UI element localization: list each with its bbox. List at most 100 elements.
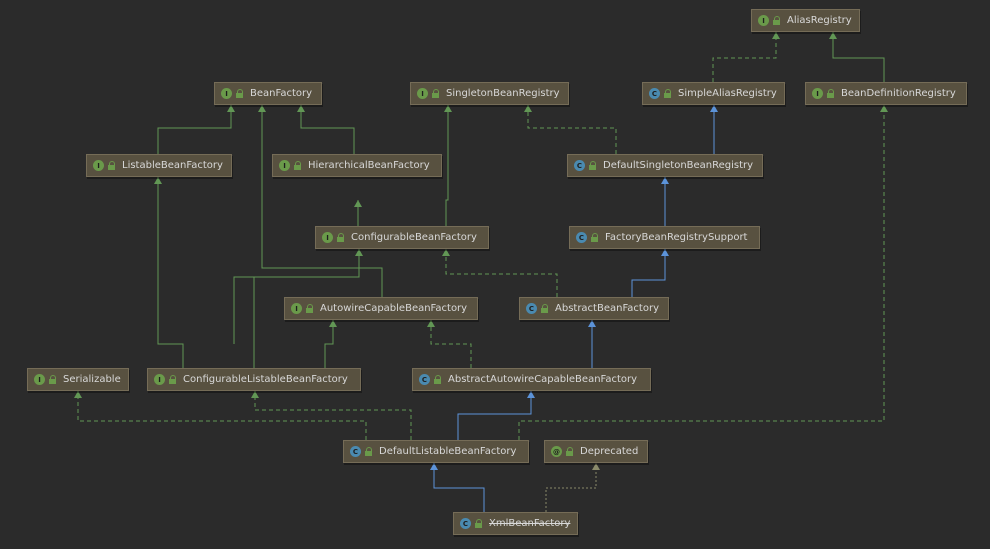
edge-xml-to-deprecated bbox=[545, 463, 597, 512]
class-node-bean-definition-registry[interactable]: I BeanDefinitionRegistry bbox=[805, 82, 967, 105]
edge-absbf-to-configbf-arrowhead bbox=[442, 249, 450, 256]
public-access-icon bbox=[236, 89, 244, 98]
public-access-icon bbox=[591, 233, 599, 242]
public-access-icon bbox=[337, 233, 345, 242]
interface-kind-icon: I bbox=[93, 160, 104, 171]
class-node-abstract-autowire-capable-bean-factory[interactable]: C AbstractAutowireCapableBeanFactory bbox=[412, 368, 651, 391]
public-access-icon bbox=[541, 304, 549, 313]
public-access-icon bbox=[773, 16, 781, 25]
interface-kind-icon: I bbox=[279, 160, 290, 171]
edge-configlist-to-configbf bbox=[233, 249, 360, 368]
edge-deflist-to-serializable bbox=[77, 391, 367, 440]
edge-deflist-to-absautowire-arrowhead bbox=[527, 391, 535, 398]
edge-hier-to-beanfactory bbox=[300, 105, 355, 154]
public-access-icon bbox=[169, 375, 177, 384]
class-node-simple-alias-registry[interactable]: C SimpleAliasRegistry bbox=[642, 82, 785, 105]
public-access-icon bbox=[827, 89, 835, 98]
class-node-deprecated[interactable]: @ Deprecated bbox=[544, 440, 648, 463]
interface-kind-icon: I bbox=[221, 88, 232, 99]
class-node-label: ConfigurableListableBeanFactory bbox=[183, 373, 348, 385]
edge-deflist-to-configlist-arrowhead bbox=[251, 391, 259, 398]
interface-kind-icon: I bbox=[812, 88, 823, 99]
edge-absbf-to-factoryreg-arrowhead bbox=[661, 249, 669, 256]
public-access-icon bbox=[49, 375, 57, 384]
class-node-label: ConfigurableBeanFactory bbox=[351, 231, 477, 243]
class-node-label: AbstractBeanFactory bbox=[555, 302, 659, 314]
class-node-configurable-bean-factory[interactable]: I ConfigurableBeanFactory bbox=[315, 226, 489, 249]
class-node-label: BeanFactory bbox=[250, 87, 313, 99]
class-node-label: AliasRegistry bbox=[787, 14, 852, 26]
class-node-label: DefaultListableBeanFactory bbox=[379, 445, 517, 457]
class-node-bean-factory[interactable]: I BeanFactory bbox=[214, 82, 322, 105]
class-node-label: ListableBeanFactory bbox=[122, 159, 223, 171]
class-node-label: SingletonBeanRegistry bbox=[446, 87, 560, 99]
class-node-factory-bean-registry-support[interactable]: C FactoryBeanRegistrySupport bbox=[569, 226, 760, 249]
class-node-label: FactoryBeanRegistrySupport bbox=[605, 231, 748, 243]
class-node-label: Deprecated bbox=[580, 445, 639, 457]
edge-absbf-to-factoryreg bbox=[631, 249, 666, 297]
edge-configlist-to-configbf-arrowhead bbox=[355, 249, 363, 256]
class-node-default-listable-bean-factory[interactable]: C DefaultListableBeanFactory bbox=[343, 440, 529, 463]
edge-listable-to-beanfactory bbox=[157, 105, 232, 154]
edge-defsingleton-to-simplealias-arrowhead bbox=[710, 105, 718, 112]
edge-deflist-to-serializable-arrowhead bbox=[74, 391, 82, 398]
edge-xml-to-deflist bbox=[433, 463, 485, 512]
public-access-icon bbox=[475, 519, 483, 528]
public-access-icon bbox=[306, 304, 314, 313]
edge-absbf-to-configbf bbox=[445, 249, 558, 297]
edge-configlist-to-listable-arrowhead bbox=[154, 177, 162, 184]
edge-defsingleton-to-singletonreg-arrowhead bbox=[524, 105, 532, 112]
interface-kind-icon: I bbox=[154, 374, 165, 385]
interface-kind-icon: I bbox=[322, 232, 333, 243]
edge-absautowire-to-absbf-arrowhead bbox=[588, 320, 596, 327]
interface-kind-icon: I bbox=[758, 15, 769, 26]
class-node-abstract-bean-factory[interactable]: C AbstractBeanFactory bbox=[519, 297, 669, 320]
class-node-label: HierarchicalBeanFactory bbox=[308, 159, 430, 171]
public-access-icon bbox=[108, 161, 116, 170]
annotation-kind-icon: @ bbox=[551, 446, 562, 457]
abstract-kind-icon: C bbox=[419, 374, 430, 385]
abstract-kind-icon: C bbox=[526, 303, 537, 314]
edge-configlist-to-autowire-arrowhead bbox=[329, 320, 337, 327]
class-node-label: XmlBeanFactory bbox=[489, 517, 571, 529]
class-node-alias-registry[interactable]: I AliasRegistry bbox=[751, 9, 860, 32]
edge-deflist-to-beandef bbox=[518, 105, 885, 440]
edge-beandef-to-alias-arrowhead bbox=[829, 32, 837, 39]
edge-xml-to-deprecated-arrowhead bbox=[592, 463, 600, 470]
edge-hier-to-beanfactory-arrowhead bbox=[297, 105, 305, 112]
edge-simplealias-to-alias-arrowhead bbox=[772, 32, 780, 39]
edge-defsingleton-to-singletonreg bbox=[527, 105, 617, 154]
public-access-icon bbox=[589, 161, 597, 170]
public-access-icon bbox=[294, 161, 302, 170]
edge-xml-to-deflist-arrowhead bbox=[430, 463, 438, 470]
edge-deflist-to-configlist bbox=[254, 391, 412, 440]
interface-kind-icon: I bbox=[34, 374, 45, 385]
edge-absautowire-to-autowire bbox=[430, 320, 472, 368]
edge-configlist-to-listable bbox=[157, 177, 184, 368]
edge-deflist-to-beandef-arrowhead bbox=[880, 105, 888, 112]
class-node-label: BeanDefinitionRegistry bbox=[841, 87, 956, 99]
class-node-label: AbstractAutowireCapableBeanFactory bbox=[448, 373, 638, 385]
class-node-label: AutowireCapableBeanFactory bbox=[320, 302, 468, 314]
class-kind-icon: C bbox=[649, 88, 660, 99]
edge-absautowire-to-autowire-arrowhead bbox=[427, 320, 435, 327]
edge-autowire-to-beanfactory bbox=[261, 105, 383, 297]
edge-configbf-to-hier-arrowhead bbox=[354, 200, 362, 207]
public-access-icon bbox=[365, 447, 373, 456]
abstract-kind-icon: C bbox=[576, 232, 587, 243]
class-node-hierarchical-bean-factory[interactable]: I HierarchicalBeanFactory bbox=[272, 154, 442, 177]
class-node-configurable-listable-bean-factory[interactable]: I ConfigurableListableBeanFactory bbox=[147, 368, 361, 391]
edge-simplealias-to-alias bbox=[712, 32, 777, 82]
class-kind-icon: C bbox=[350, 446, 361, 457]
class-kind-icon: C bbox=[574, 160, 585, 171]
class-node-listable-bean-factory[interactable]: I ListableBeanFactory bbox=[86, 154, 232, 177]
edge-configbf-to-singletonreg-arrowhead bbox=[444, 105, 452, 112]
class-node-label: SimpleAliasRegistry bbox=[678, 87, 777, 99]
